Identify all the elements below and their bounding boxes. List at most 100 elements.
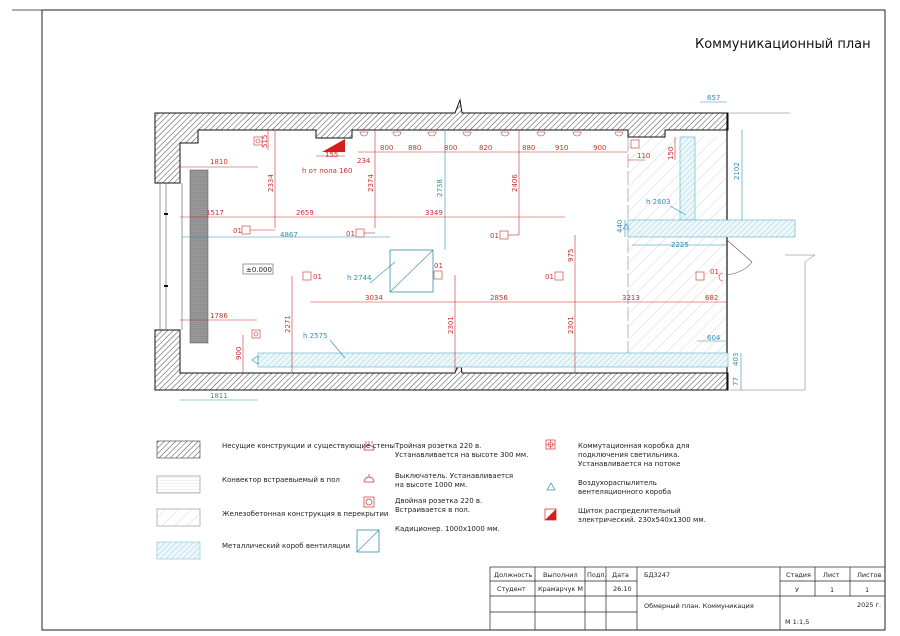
legend-bearing-walls: Несущие конструкции и существующие стены [222,442,395,450]
dim-label: 2856 [490,294,508,302]
vent-duct-bottom [257,352,729,368]
concrete-swatch [156,508,201,527]
dim-label: 975 [567,249,575,262]
outlet-tag: 01 [545,273,554,281]
dim-label: 800 [444,144,457,152]
dim-label: 2225 [671,241,689,249]
dim-label: 900 [235,347,243,360]
dim-label: 2301 [447,316,455,334]
dim-label: 682 [705,294,718,302]
dim-label: 657 [707,94,720,102]
dim-label: 910 [555,144,568,152]
outlet-tag: 01 [233,227,242,235]
dim-label: 880 [522,144,535,152]
vent-duct-vertical [679,136,696,221]
scale: М 1:1,5 [785,618,809,626]
dim-label: 4867 [280,231,298,239]
outlet-tag: 01 [313,273,322,281]
legend-concrete: Железобетонная конструкция в перекрытии [222,510,388,518]
air-diffuser-icon [251,355,259,365]
header-stage: Стадия [786,571,811,579]
sheet-value: 1 [830,586,834,594]
bearing-wall-swatch [156,440,201,459]
dim-label: 403 [732,353,740,366]
outlet-tag: 01 [710,268,719,276]
red-dimension-lines [180,130,727,373]
header-sheets: Листов [857,571,881,579]
double-sockets [251,136,263,339]
level-mark: ±0.000 [246,266,272,274]
door [726,239,753,276]
legend: Несущие конструкции и существующие стены… [156,439,706,560]
header-date: Дата [612,571,629,579]
dim-label: 3349 [425,209,443,217]
dim-label: 155 [325,151,338,159]
cyan-dimension-lines [180,101,743,401]
double-socket-icon [363,496,375,508]
sheets-value: 1 [865,586,869,594]
legend-convector: Конвектор встраевыемый в пол [222,476,340,484]
dim-label: 440 [616,220,624,233]
outlet-tag: 01 [490,232,499,240]
dim-label: 820 [479,144,492,152]
convector [189,169,209,344]
dim-label: 150 [667,147,675,160]
dim-label: 900 [593,144,606,152]
header-signature: Подп. [587,571,607,579]
dim-label: 2271 [284,315,292,333]
switch-icon [363,474,375,483]
title-block [489,566,886,631]
vent-duct-swatch [156,541,201,560]
title-block-text: Должность Выполнил Подп. Дата Студент Кр… [494,571,881,626]
dim-label: 2738 [436,179,444,197]
dim-label: 1786 [210,312,228,320]
outlet-tag: 01 [434,262,443,270]
dim-label: 2659 [296,209,314,217]
triple-socket-icon [363,441,375,451]
header-position: Должность [494,571,533,579]
air-conditioner-icon [356,529,380,553]
author-value: Крамарчук М [538,585,583,593]
legend-triple-socket: Тройная розетка 220 в.Устанавливается на… [394,442,528,459]
floor-plan: 1810 515 2334 155 234 h от пола 160 2374… [154,94,816,401]
legend-double-socket: Двойная розетка 220 в.Встраивается в пол… [395,497,482,514]
dim-label: 234 [357,157,371,165]
drawing-description: Обмерный план. Коммуникация [644,602,754,610]
panel-height-note: h от пола 160 [302,167,352,175]
air-diffuser-icon [622,223,630,230]
triple-sockets [359,131,624,137]
switch-icon [718,272,724,282]
dim-label: 800 [380,144,393,152]
outlet-tag: 01 [346,230,355,238]
dim-label: 515 [261,135,269,148]
height-note: h 2744 [347,274,372,282]
junction-box-icon [545,439,556,450]
dim-label: 880 [408,144,421,152]
dim-label: 2406 [511,174,519,192]
junction-boxes [241,139,705,281]
electrical-panel-icon [545,509,556,520]
date-value: 26.10 [613,585,632,593]
top-wall [154,98,729,184]
height-note: h 2575 [303,332,327,340]
sheet-title: Коммуникационный план [695,37,871,52]
stage-value: У [795,586,799,594]
dim-label: 604 [707,334,721,342]
dim-label: 1517 [206,209,224,217]
dim-label: 110 [637,152,650,160]
dim-label: 2102 [733,162,741,180]
header-sheet: Лист [823,571,840,579]
window [159,183,183,330]
position-value: Студент [497,585,526,593]
concrete-zone [628,137,726,355]
legend-vent-duct: Металлический короб вентиляции [222,542,350,550]
dim-label: 3213 [622,294,640,302]
air-conditioner [389,249,434,293]
electrical-panel-icon [322,139,345,152]
dim-label: 2334 [267,174,275,192]
dim-label: 1811 [210,392,228,400]
